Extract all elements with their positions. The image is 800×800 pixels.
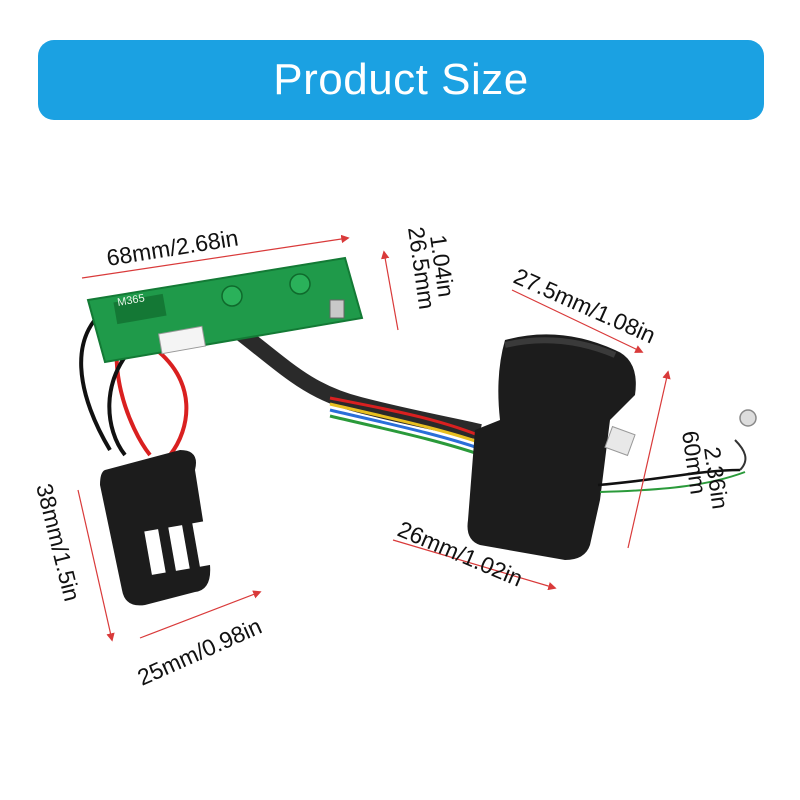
- board-label: M365: [116, 292, 145, 309]
- dim-connector-height: 38mm/1.5in: [31, 481, 85, 604]
- switch-wires: [205, 303, 491, 460]
- pcb-board: M365: [86, 256, 364, 364]
- title-banner: Product Size: [38, 40, 764, 120]
- throttle-switch: [467, 334, 757, 560]
- dim-connector-width: 25mm/0.98in: [133, 613, 265, 691]
- banner-title: Product Size: [273, 55, 529, 104]
- connector-housing: [100, 450, 212, 606]
- dimension-arrows: [77, 234, 671, 642]
